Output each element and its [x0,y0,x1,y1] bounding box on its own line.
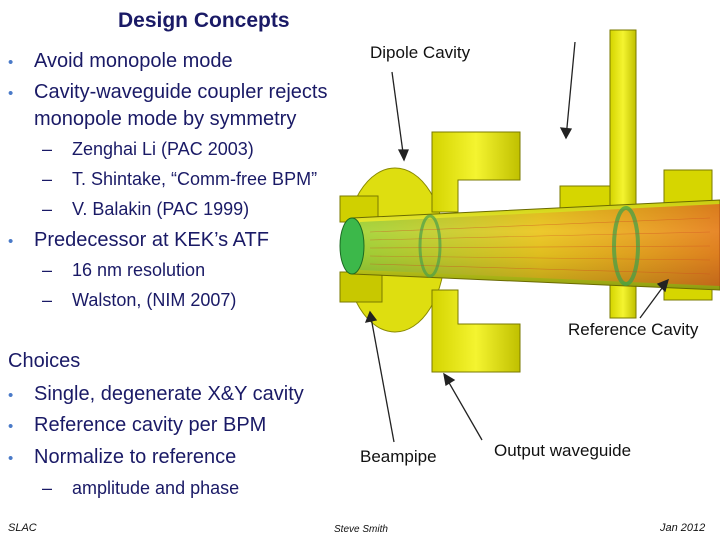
label-output-waveguide: Output waveguide [494,441,632,460]
annotation-arrows [364,41,669,443]
bullet-dot-icon: • [8,387,14,404]
choice-reference-cavity: •Reference cavity per BPM [8,414,267,436]
bullet-dot-icon: • [8,54,14,71]
dipole-waveguide-lower [431,289,521,373]
field-overlay [360,204,720,286]
dash-icon: – [42,139,53,159]
slide-title: Design Concepts [118,9,290,32]
choice-sub-amplitude: –amplitude and phase [42,478,240,498]
beampipe-inner-ring [418,214,442,278]
beampipe-end [339,217,365,275]
bullet-dot-icon: • [8,418,14,435]
choice-single-cavity: •Single, degenerate X&Y cavity [8,383,304,405]
bullet-dot-icon: • [8,233,14,250]
bullet-kek: •Predecessor at KEK’s ATF [8,229,269,251]
bullet-coupler: •Cavity-waveguide coupler rejects [8,81,328,103]
bullet-avoid-monopole: •Avoid monopole mode [8,50,233,72]
dipole-waveguide-bottom-left [339,271,383,303]
sub-bullet-li: –Zenghai Li (PAC 2003) [42,139,254,159]
reference-waveguide-upper [609,29,637,219]
dash-icon: – [42,260,53,280]
label-reference-cavity: Reference Cavity [568,320,699,339]
reference-ring [612,206,640,286]
bullet-dot-icon: • [8,85,14,102]
field-lines [369,217,711,275]
choice-normalize: •Normalize to reference [8,446,237,468]
sub-bullet-walston: –Walston, (NIM 2007) [42,290,237,310]
sub-bullet-balakin: –V. Balakin (PAC 1999) [42,199,250,219]
footer-left: SLAC [8,522,37,534]
bullet-coupler-cont: monopole mode by symmetry [34,108,297,130]
footer-right: Jan 2012 [660,522,706,534]
dipole-waveguide-upper [431,131,521,213]
sub-bullet-resolution: –16 nm resolution [42,260,206,280]
footer-center: Steve Smith [334,524,388,535]
sub-bullet-shintake: –T. Shintake, “Comm-free BPM” [42,169,318,189]
choices-heading: Choices [8,350,81,372]
bullet-dot-icon: • [8,450,14,467]
label-dipole-cavity: Dipole Cavity [370,43,471,62]
dash-icon: – [42,478,53,498]
dash-icon: – [42,290,53,310]
dash-icon: – [42,199,53,219]
label-beampipe: Beampipe [360,447,437,466]
dash-icon: – [42,169,53,189]
